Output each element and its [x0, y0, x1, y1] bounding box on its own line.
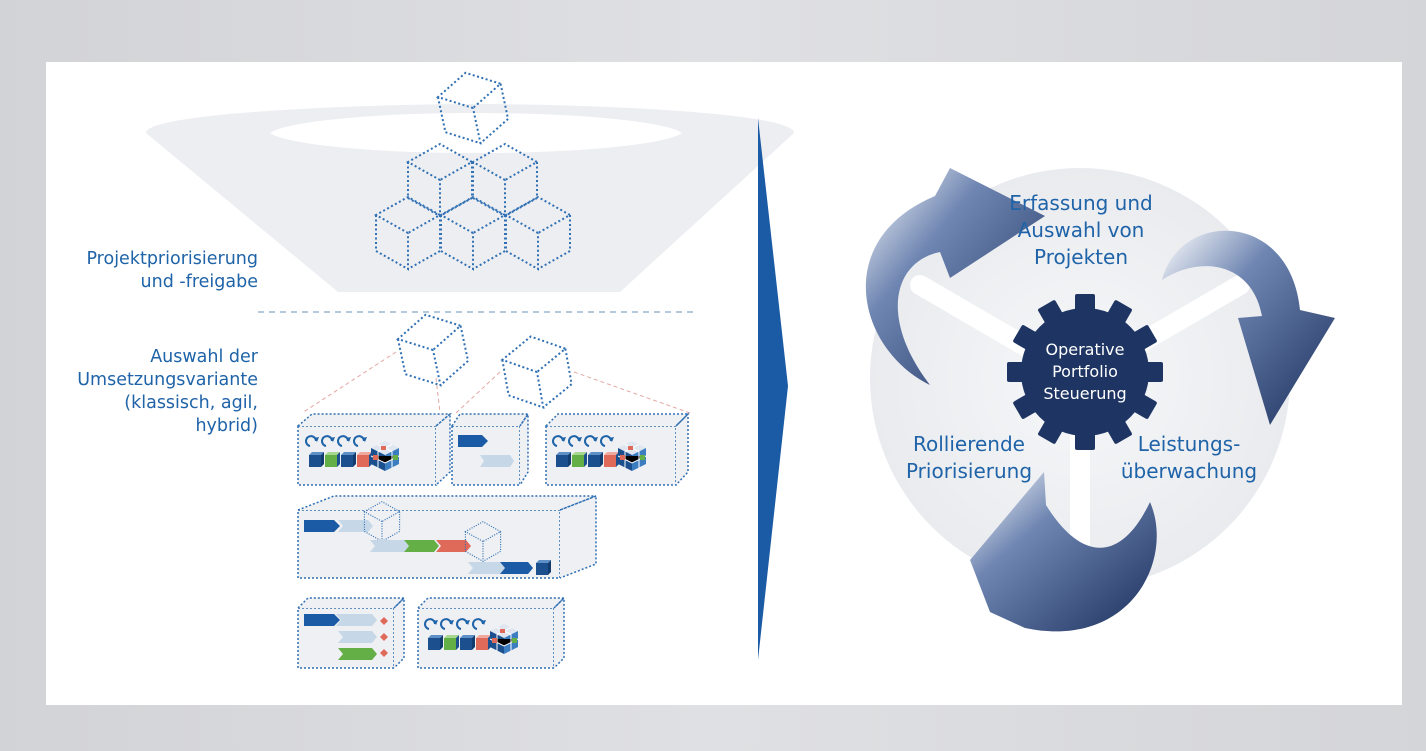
label-capture-and-selection: Erfassung und Auswahl von Projekten [1009, 191, 1153, 269]
gantt-mini-icon [458, 435, 514, 467]
variant-box-classic-1 [451, 411, 530, 486]
cycle-arrow-right-icon [1162, 230, 1335, 425]
cycle-arrow-top-left-icon [865, 168, 1045, 385]
selected-cube-2-icon [498, 329, 576, 415]
variant-box-hybrid-large [297, 494, 597, 579]
label-project-prioritization: Projektpriorisierung und -freigabe [86, 249, 258, 292]
milestone-gantt-icon [304, 614, 388, 660]
diagram-card: Projektpriorisierung und -freigabe Auswa… [46, 62, 1402, 705]
funnel-rim [262, 105, 690, 161]
label-performance-monitoring: Leistungs- überwachung [1120, 432, 1258, 483]
diagram-canvas [146, 65, 1335, 669]
variant-box-agile-2 [545, 412, 690, 486]
label-operative-portfolio-control: Operative Portfolio Steuerung [1043, 340, 1127, 403]
label-implementation-variant: Auswahl der Umsetzungsvariante (klassisc… [77, 347, 258, 436]
selected-cube-1-icon [393, 307, 473, 393]
gear-icon [1007, 294, 1163, 450]
transition-chevron-icon [758, 118, 788, 660]
label-rolling-prioritization: Rollierende Priorisierung [905, 432, 1033, 483]
guide-lines [301, 351, 691, 414]
cycle-arrow-bottom-icon [970, 472, 1157, 632]
hybrid-gantt-icon [304, 501, 551, 575]
